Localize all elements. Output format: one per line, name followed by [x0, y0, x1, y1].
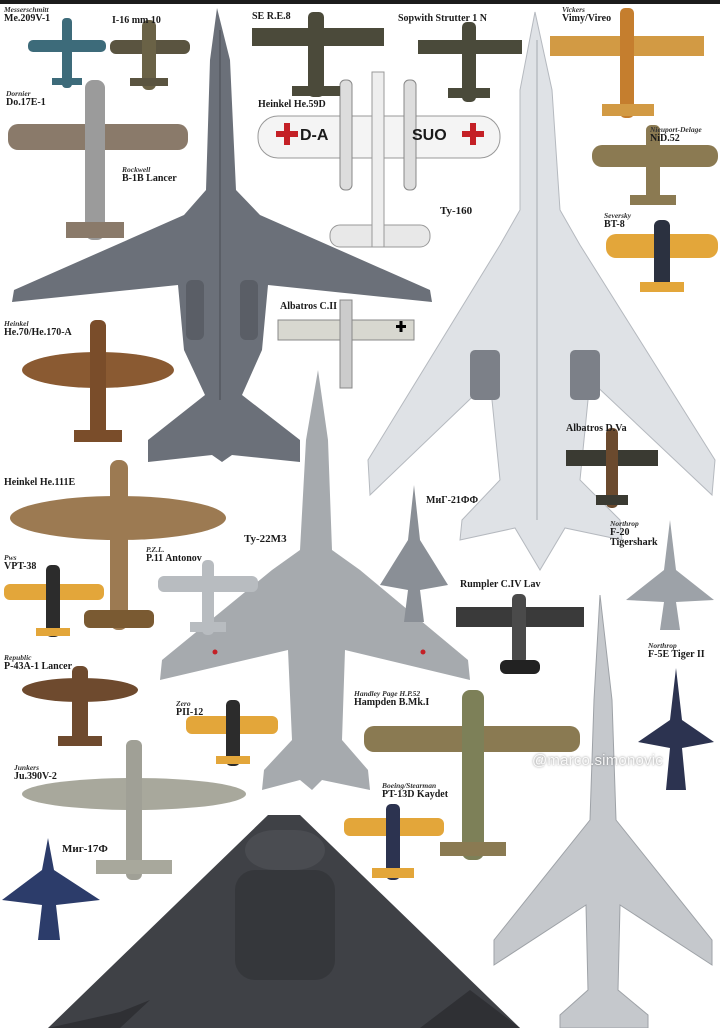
- rumpler-aircraft: [456, 594, 584, 674]
- albatros-d-label: Albatros D.Va: [566, 423, 627, 434]
- me209-aircraft: [28, 18, 106, 88]
- se5-label: SE R.E.8: [252, 11, 291, 22]
- rumpler-label: Rumpler C.IV Lav: [460, 579, 541, 590]
- mig21-aircraft: [380, 485, 448, 622]
- sopwith-label: Sopwith Strutter 1 N: [398, 13, 487, 24]
- albatros-c-aircraft: [277, 299, 415, 389]
- nieuport-aircraft: [592, 125, 718, 205]
- i16-aircraft: [110, 20, 190, 90]
- he59-marking-left: D-A: [300, 127, 329, 144]
- tu22m3-aircraft: [160, 370, 470, 790]
- tu160-label: Ty-160: [440, 205, 473, 217]
- he59-marking-right: SUO: [412, 127, 447, 144]
- mig17-aircraft: [2, 838, 100, 940]
- red-cross-icon: [276, 123, 298, 145]
- red-cross-icon: [462, 123, 484, 145]
- pwt16-aircraft: [186, 700, 278, 766]
- tu22-blinder-aircraft: [493, 594, 713, 1028]
- he111-aircraft: [10, 460, 226, 630]
- do17-aircraft: [8, 80, 188, 240]
- he111-label: Heinkel He.111E: [4, 477, 76, 488]
- albatros-d-aircraft: [566, 428, 658, 508]
- northrop-f20-aircraft: [626, 520, 714, 630]
- i16-label: I-16 mm 10: [112, 15, 161, 26]
- pt13-aircraft: [344, 804, 444, 880]
- tu160-aircraft: [367, 11, 716, 571]
- b2-spirit-aircraft: [48, 815, 520, 1028]
- he59-label: Heinkel He.59D: [258, 99, 326, 110]
- f5-aircraft: [638, 668, 714, 790]
- pzl-aircraft: [158, 560, 258, 635]
- mig21-label: MиГ-21ФФ: [426, 495, 479, 506]
- watermark: @marco.simonovic: [532, 752, 663, 769]
- se5-aircraft: [252, 12, 384, 97]
- albatros-c-label: Albatros C.II: [280, 301, 338, 312]
- b1b-lancer-aircraft: [12, 8, 432, 462]
- balkenkreuz-icon: [396, 321, 406, 332]
- sopwith-aircraft: [418, 22, 522, 102]
- pwt-aircraft: [4, 565, 104, 637]
- mig17-label: Mиг-17Ф: [62, 843, 108, 855]
- pzl-label: P.Z.L.P.11 Antonov: [146, 545, 202, 564]
- tu22m3-label: Ty-22M3: [244, 533, 287, 545]
- vickers-aircraft: [550, 8, 704, 118]
- p43-aircraft: [22, 666, 138, 746]
- he70-aircraft: [22, 320, 174, 442]
- bt9-aircraft: [606, 220, 718, 292]
- ju390-aircraft: [22, 740, 246, 880]
- he59-floatplane: [257, 71, 501, 248]
- hampden-aircraft: [364, 690, 580, 860]
- top-border: [0, 0, 720, 4]
